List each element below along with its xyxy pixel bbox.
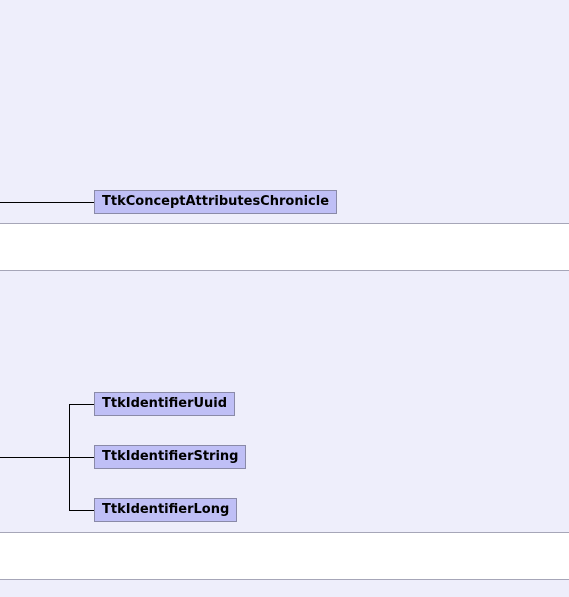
diagram-band-middle <box>0 270 569 533</box>
connector-line-string <box>69 457 94 458</box>
connector-line-long <box>69 510 94 511</box>
connector-line-trunk <box>0 457 69 458</box>
diagram-band-top <box>0 0 569 224</box>
node-ttk-concept-attributes-chronicle[interactable]: TtkConceptAttributesChronicle <box>94 190 338 214</box>
node-ttk-identifier-string[interactable]: TtkIdentifierString <box>94 445 247 469</box>
connector-line-uuid <box>69 404 94 405</box>
node-ttk-identifier-long[interactable]: TtkIdentifierLong <box>94 498 238 522</box>
connector-line-chronicle <box>0 202 94 203</box>
diagram-band-bottom <box>0 579 569 597</box>
node-ttk-identifier-uuid[interactable]: TtkIdentifierUuid <box>94 392 236 416</box>
